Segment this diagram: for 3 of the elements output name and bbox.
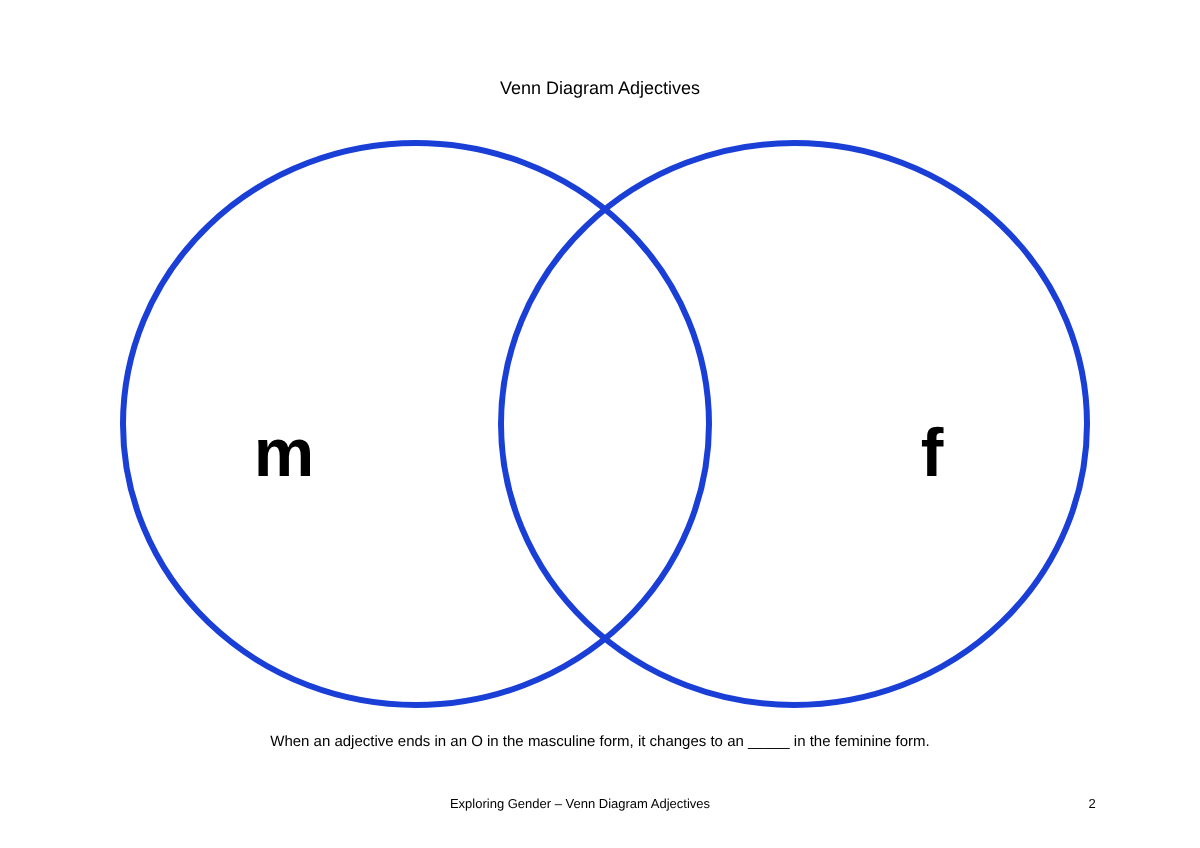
- set-label: m: [253, 420, 315, 488]
- title: Venn Diagram Adjectives: [499, 78, 701, 98]
- set-label: f: [920, 420, 944, 488]
